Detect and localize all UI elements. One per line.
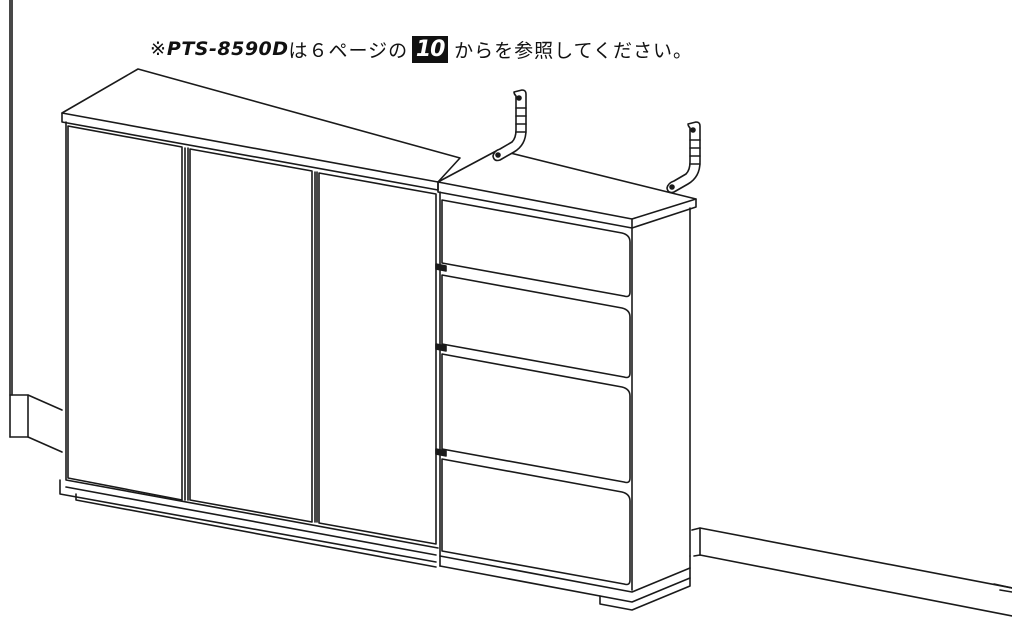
note-text-after: からを参照してください。 <box>454 39 694 62</box>
three-door-cabinet <box>60 69 460 567</box>
chest-of-drawers <box>436 150 696 610</box>
wall-bracket-right <box>667 122 700 193</box>
drawer-3 <box>442 354 630 483</box>
wall <box>10 0 12 437</box>
instruction-note: ※ PTS-8590D は６ページの 10 からを参照してください。 <box>150 34 693 64</box>
drawer-1 <box>442 200 630 297</box>
step-number-badge: 10 <box>412 35 449 63</box>
cabinet-body <box>66 122 438 548</box>
chest-plinth <box>440 556 690 592</box>
wall-bracket-left <box>493 90 526 161</box>
drawer-4 <box>442 459 630 585</box>
chest-top <box>438 150 696 219</box>
note-prefix: ※ <box>150 38 167 60</box>
cabinet-door-middle <box>190 149 312 522</box>
note-text-before: は６ページの <box>288 39 409 62</box>
baseboard-left <box>10 395 62 452</box>
model-number: PTS-8590D <box>166 38 289 60</box>
cabinet-plinth <box>60 480 436 562</box>
cabinet-door-right <box>319 173 436 544</box>
drawer-2 <box>442 275 630 378</box>
baseboard-right <box>692 528 1012 616</box>
cabinet-top <box>62 69 460 182</box>
cabinet-door-left <box>68 126 182 500</box>
